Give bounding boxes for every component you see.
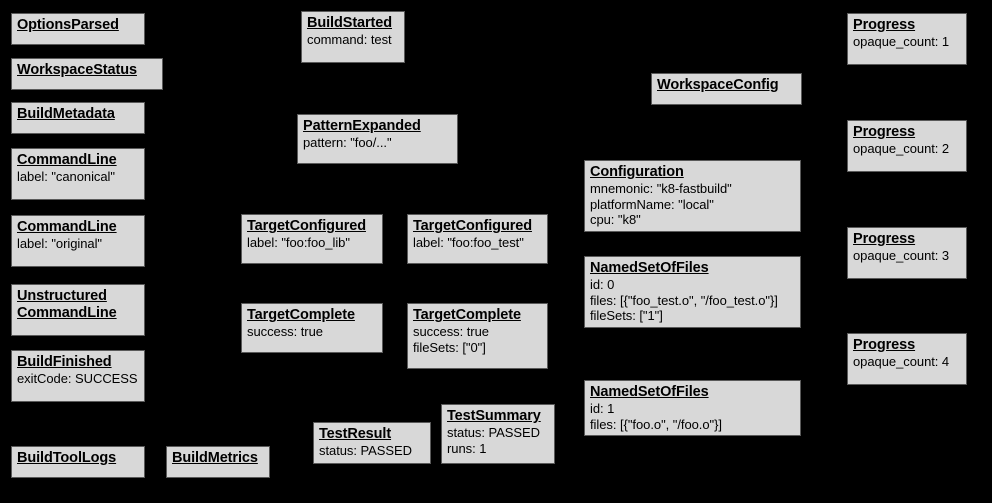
node-property: files: [{"foo.o", "/foo.o"}] [590,416,722,432]
node-title: BuildToolLogs [17,450,117,466]
node-title: Configuration [590,164,684,180]
node-title: BuildFinished [17,354,112,370]
node-title: Progress [853,17,916,33]
node-property: fileSets: ["1"] [590,308,663,323]
node-title: TargetComplete [413,307,521,323]
node-title: BuildStarted [307,15,393,31]
node-title: Progress [853,337,916,353]
node-property: files: [{"foo_test.o", "/foo_test.o"}] [590,292,778,308]
node-title: CommandLine [17,305,117,321]
node-title: CommandLine [17,152,117,168]
node-title: TargetConfigured [247,218,366,234]
node-title: BuildMetrics [172,450,258,466]
node-title: TargetConfigured [413,218,532,234]
node-title: CommandLine [17,219,117,235]
node-property: opaque_count: 4 [853,354,950,369]
node-property: label: "original" [17,236,102,251]
node-title: NamedSetOfFiles [590,260,709,276]
node-title: Progress [853,124,916,140]
node-property: status: PASSED [447,425,540,440]
node-property: id: 0 [590,277,615,292]
node-property: label: "foo:foo_lib" [247,235,350,250]
node-title: TargetComplete [247,307,355,323]
node-property: label: "canonical" [17,169,115,184]
node-workspace-config[interactable]: WorkspaceConfig [651,73,802,105]
node-property: mnemonic: "k8-fastbuild" [590,181,732,196]
node-property: success: true [413,324,489,339]
node-title: WorkspaceConfig [657,77,779,93]
node-property: platformName: "local" [590,196,714,212]
node-property: opaque_count: 1 [853,34,950,49]
node-property: pattern: "foo/..." [303,135,392,150]
node-property: command: test [307,32,392,47]
node-title: OptionsParsed [17,17,119,33]
node-property: cpu: "k8" [590,212,641,227]
node-title: PatternExpanded [303,118,421,134]
node-title: BuildMetadata [17,106,115,122]
node-build-metrics[interactable]: BuildMetrics [166,446,270,478]
node-title: WorkspaceStatus [17,62,137,78]
node-title: TestResult [319,426,392,442]
node-property: success: true [247,324,323,339]
node-property: opaque_count: 2 [853,141,950,156]
node-title: Unstructured [17,288,107,304]
node-property: status: PASSED [319,443,412,458]
node-title: Progress [853,231,916,247]
node-property: exitCode: SUCCESS [17,371,138,386]
node-property: id: 1 [590,401,615,416]
node-property: fileSets: ["0"] [413,339,486,355]
node-property: opaque_count: 3 [853,248,950,263]
node-property: runs: 1 [447,440,487,456]
node-title: NamedSetOfFiles [590,384,709,400]
node-property: label: "foo:foo_test" [413,235,524,250]
node-build-tool-logs[interactable]: BuildToolLogs [11,446,145,478]
node-title: TestSummary [447,408,541,424]
node-workspace-status[interactable]: WorkspaceStatus [11,58,163,90]
node-options-parsed[interactable]: OptionsParsed [11,13,145,45]
node-build-metadata[interactable]: BuildMetadata [11,102,145,134]
